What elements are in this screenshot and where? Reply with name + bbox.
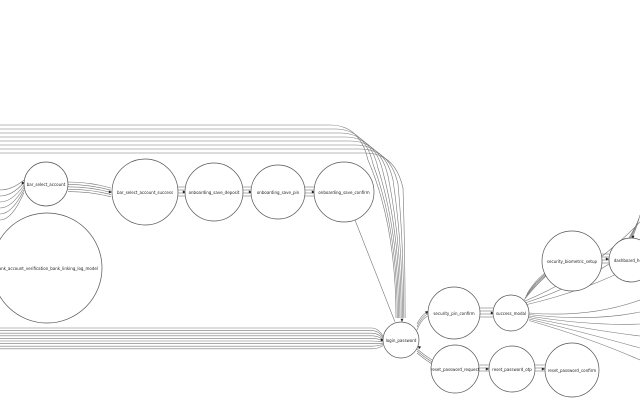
edge-arrowhead — [541, 367, 545, 371]
node-security-biometric-setup: security_biometric_setup — [541, 230, 603, 292]
edge-into-bar-select — [0, 187, 25, 209]
edge-success-to-bio — [524, 273, 548, 299]
edge-arrowhead-bar-select — [21, 181, 25, 185]
node-security-pin-confirm: security_pin_confirm — [427, 286, 481, 340]
node-label: dashboard_home — [614, 258, 640, 263]
edge-bundle-top — [0, 132, 399, 319]
edge-success-offscreen — [528, 320, 640, 361]
node-success-modal: success_modal — [492, 294, 530, 332]
edge-login-to-reset — [416, 350, 433, 363]
edge-bar-select-to-success — [67, 186, 112, 193]
node-reset-password-otp: reset_password_otp — [488, 345, 536, 393]
edge-login-to-reset — [416, 352, 433, 365]
edge-bar-select-to-success — [67, 188, 112, 195]
edge-bundle-bottom — [0, 344, 384, 347]
edge-bundle-top — [0, 128, 398, 319]
node-dashboard-home: dashboard_home — [608, 237, 640, 283]
edge-arrowhead — [182, 190, 186, 194]
node-reset-password-request: reset_password_request — [430, 344, 480, 394]
edge-bundle-bottom — [0, 335, 384, 340]
edge-arrowhead — [248, 190, 252, 194]
edge-bundle-bottom — [0, 330, 384, 338]
edge-bundle-top — [0, 144, 403, 319]
node-label: login_password — [386, 338, 417, 343]
edge-arrowhead — [418, 346, 422, 350]
edge-into-bar-select — [0, 184, 25, 203]
edge-arrowhead — [631, 235, 635, 239]
node-bank-account-verification: bank_account_verification_bank_linking_l… — [0, 212, 103, 324]
edge-confirm-to-login — [354, 219, 396, 323]
edge-into-bar-select — [0, 179, 25, 191]
edge-arrowhead-login-left — [380, 338, 384, 342]
edge-bundle-bottom — [0, 327, 384, 337]
edge-bundle-bottom — [0, 332, 384, 339]
edge-into-bar-select — [0, 182, 25, 197]
node-onboarding-save-confirm: onboarding_save_confirm — [313, 161, 375, 223]
node-label: reset_password_request — [431, 367, 480, 372]
edge-arrowhead — [490, 311, 494, 315]
node-reset-password-confirm: reset_password_confirm — [544, 342, 600, 398]
edge-bundle-top — [0, 148, 405, 319]
node-onboarding-save-deposit: onboarding_save_deposit — [184, 162, 244, 222]
edge-success-offscreen — [528, 318, 640, 349]
node-label: onboarding_save_pin — [257, 190, 300, 195]
node-login-password: login_password — [382, 321, 420, 359]
node-label: bank_account_verification_bank_linking_l… — [0, 266, 98, 271]
edge-login-to-pin — [416, 313, 429, 328]
node-label: security_biometric_setup — [547, 259, 598, 264]
node-onboarding-save-pin: onboarding_save_pin — [250, 164, 306, 220]
edge-into-dashboard — [629, 220, 639, 239]
node-label: bar_select_account — [27, 182, 66, 187]
edge-bundle-bottom — [0, 338, 384, 342]
edge-arrowhead — [424, 311, 428, 315]
edge-bundle-bottom — [0, 345, 384, 350]
edge-bundle-top — [0, 124, 397, 319]
node-label: onboarding_save_confirm — [318, 190, 369, 195]
edge-bundle-bottom — [0, 340, 384, 343]
edge-bar-select-to-success — [67, 191, 112, 198]
edge-success-offscreen — [528, 315, 640, 325]
edge-arrowhead — [485, 367, 489, 371]
edge-bundle-top — [0, 140, 402, 319]
edge-success-offscreen — [528, 317, 640, 337]
edge-arrowhead — [108, 190, 112, 194]
edge-into-dashboard — [630, 217, 640, 239]
node-label: bar_select_account_success — [117, 190, 173, 195]
node-label: security_pin_confirm — [433, 311, 474, 316]
node-bar-select-account: bar_select_account — [23, 161, 69, 207]
edge-bundle-top — [0, 152, 406, 319]
node-label: success_modal — [496, 311, 526, 316]
edge-login-to-reset — [416, 348, 433, 361]
edge-into-bar-select — [0, 192, 25, 221]
edge-success-offscreen — [528, 311, 640, 319]
diagram-nodes: bar_select_account bar_select_account_su… — [0, 158, 640, 398]
edge-arrowhead — [605, 257, 609, 261]
node-label: reset_password_confirm — [548, 368, 596, 373]
edge-into-bar-select — [0, 189, 25, 215]
edge-arrowhead — [311, 190, 315, 194]
node-label: reset_password_otp — [492, 367, 532, 372]
edge-login-to-pin — [416, 315, 429, 331]
node-bar-select-account-success: bar_select_account_success — [111, 158, 179, 226]
edge-success-offscreen — [528, 299, 640, 315]
edge-bundle-top — [0, 136, 401, 319]
edge-bar-select-to-success — [67, 184, 112, 191]
edge-into-dashboard — [628, 223, 638, 239]
edge-bar-select-to-success — [67, 181, 112, 189]
edge-arrowhead-login — [400, 318, 404, 322]
edge-success-to-bio — [523, 275, 547, 301]
node-label: onboarding_save_deposit — [189, 190, 240, 195]
